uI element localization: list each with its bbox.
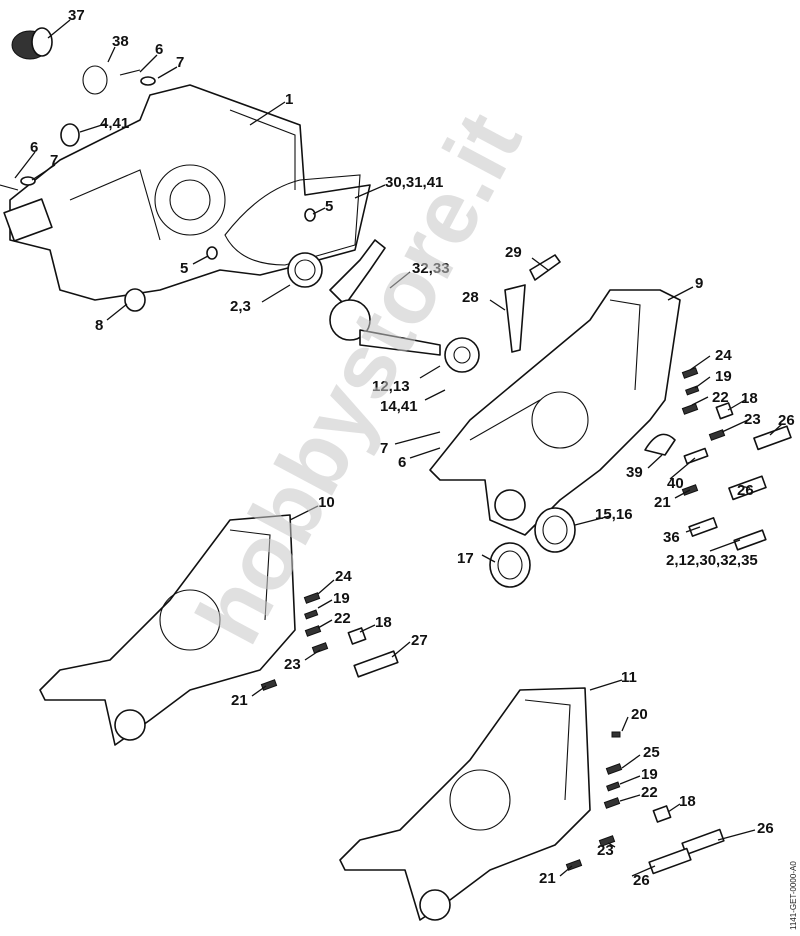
part-label: 6 [30, 139, 38, 156]
part-label: 17 [457, 550, 474, 567]
part-label: 39 [626, 464, 643, 481]
part-label: 6 [155, 41, 163, 58]
part-label: 6 [398, 454, 406, 471]
part-label: 27 [411, 632, 428, 649]
part-label: 2,3 [230, 298, 251, 315]
part-label: 26 [633, 872, 650, 889]
part-label: 30,31,41 [385, 174, 443, 191]
small-parts-top [0, 27, 316, 312]
part-label: 23 [597, 842, 614, 859]
crankcase-half-1 [3, 84, 371, 301]
part-label: 7 [50, 152, 58, 169]
part-label: 14,41 [380, 398, 418, 415]
part-label: 7 [380, 440, 388, 457]
part-label: 7 [176, 54, 184, 71]
part-label: 23 [284, 656, 301, 673]
seal-rings [489, 507, 576, 588]
gasket [224, 174, 361, 266]
part-label: 26 [737, 482, 754, 499]
part-label: 5 [180, 260, 188, 277]
part-label: 36 [663, 529, 680, 546]
part-label: 2,12,30,32,35 [666, 552, 758, 569]
screws-cluster-3 [565, 731, 725, 875]
part-label: 21 [539, 870, 556, 887]
leader-lines [14, 19, 783, 877]
part-label: 38 [112, 33, 129, 50]
part-label: 4,41 [100, 115, 129, 132]
part-label: 32,33 [412, 260, 450, 277]
part-label: 21 [654, 494, 671, 511]
part-label: 18 [679, 793, 696, 810]
part-label: 22 [712, 389, 729, 406]
part-label: 12,13 [372, 378, 410, 395]
part-label: 26 [757, 820, 774, 837]
part-label: 22 [641, 784, 658, 801]
part-label: 15,16 [595, 506, 633, 523]
part-label: 21 [231, 692, 248, 709]
part-label: 23 [744, 411, 761, 428]
part-label: 24 [335, 568, 352, 585]
part-label: 29 [505, 244, 522, 261]
part-label: 37 [68, 7, 85, 24]
part-label: 8 [95, 317, 103, 334]
part-label: 5 [325, 198, 333, 215]
crankshaft [287, 239, 561, 373]
crankcase-half-11 [339, 687, 591, 921]
part-label: 26 [778, 412, 795, 429]
part-labels: 37 38 6 7 1 4,41 6 7 30,31,41 5 5 8 2,3 … [30, 7, 795, 889]
part-label: 20 [631, 706, 648, 723]
part-label: 25 [643, 744, 660, 761]
part-label: 18 [375, 614, 392, 631]
part-label: 19 [641, 766, 658, 783]
drawing-code: 1141-GET-0000-A0 [789, 861, 798, 930]
part-label: 18 [741, 390, 758, 407]
part-label: 28 [462, 289, 479, 306]
crankcase-half-9 [429, 289, 681, 536]
part-label: 1 [285, 91, 293, 108]
part-label: 19 [333, 590, 350, 607]
part-label: 11 [621, 669, 637, 686]
crankcase-half-10 [39, 514, 296, 746]
part-label: 22 [334, 610, 351, 627]
part-label: 9 [695, 275, 703, 292]
part-label: 19 [715, 368, 732, 385]
part-label: 10 [318, 494, 335, 511]
part-label: 24 [715, 347, 732, 364]
part-label: 40 [667, 475, 684, 492]
